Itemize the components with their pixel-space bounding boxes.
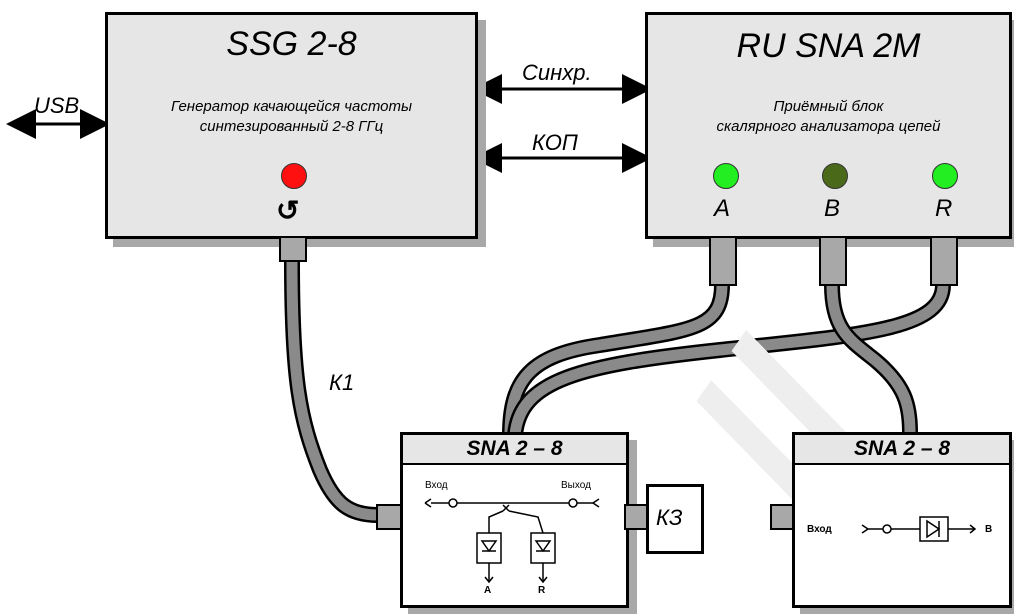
short-circuit-label: КЗ xyxy=(656,505,683,530)
usb-label: USB xyxy=(34,93,80,118)
receiver-port-b xyxy=(819,236,847,286)
channel-label-r: R xyxy=(935,195,953,222)
cable-k1-label: К1 xyxy=(329,370,355,395)
receiver-port-a xyxy=(709,236,737,286)
generator-title: SSG 2-8 xyxy=(226,25,357,63)
module2-box: SNA 2 – 8 Вход B xyxy=(792,432,1012,608)
led-a xyxy=(713,163,739,189)
led-b xyxy=(822,163,848,189)
module2-input-port xyxy=(770,504,796,530)
sync-label: Синхр. xyxy=(522,60,592,85)
generator-subtitle-2: синтезированный 2-8 ГГц xyxy=(199,118,384,135)
module1-input-port xyxy=(376,504,404,530)
short-circuit-load: КЗ xyxy=(646,484,704,554)
generator-subtitle-1: Генератор качающейся частоты xyxy=(170,98,413,115)
module1-input-label: Вход xyxy=(425,480,448,491)
module1-out-a-label: A xyxy=(484,585,492,596)
module2-schematic xyxy=(861,516,977,542)
kop-label: КОП xyxy=(532,130,578,155)
receiver-box: RU SNA 2M Приёмный блок скалярного анали… xyxy=(645,12,1012,239)
module1-out-r-label: R xyxy=(538,585,546,596)
channel-label-a: A xyxy=(714,195,731,222)
module1-schematic xyxy=(424,498,600,584)
receiver-subtitle-2: скалярного анализатора цепей xyxy=(716,118,941,135)
channel-label-b: B xyxy=(824,195,841,222)
generator-box: SSG 2-8 Генератор качающейся частоты син… xyxy=(105,12,478,239)
receiver-subtitle-1: Приёмный блок xyxy=(773,98,884,115)
module1-box: SNA 2 – 8 Вход Выход A R xyxy=(400,432,629,608)
generator-output-port xyxy=(279,236,307,262)
module2-title: SNA 2 – 8 xyxy=(795,435,1009,465)
receiver-port-r xyxy=(930,236,958,286)
module1-output-label: Выход xyxy=(561,480,591,491)
module2-out-b-label: B xyxy=(985,524,993,535)
receiver-title: RU SNA 2M xyxy=(736,27,921,65)
power-button-icon[interactable]: ↺ xyxy=(276,195,300,226)
module1-title: SNA 2 – 8 xyxy=(403,435,626,465)
led-r xyxy=(932,163,958,189)
power-led-red xyxy=(281,163,307,189)
module2-input-label: Вход xyxy=(807,524,832,535)
